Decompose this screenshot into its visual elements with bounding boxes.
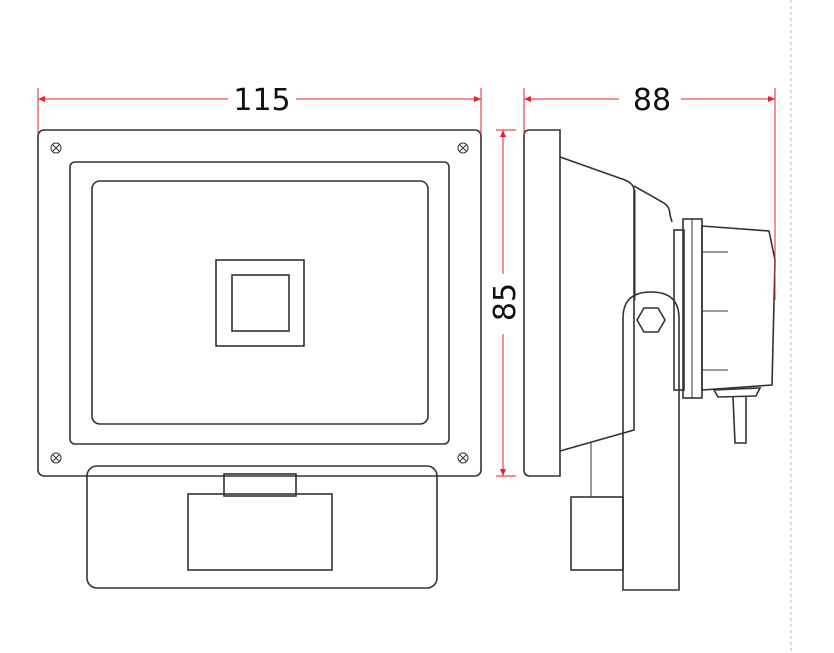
motion-sensor-side — [570, 496, 624, 571]
height-label: 85 — [488, 283, 523, 321]
dimension-height: 85 — [488, 129, 523, 477]
mounting-bracket-front — [86, 465, 438, 589]
side-view — [523, 129, 776, 591]
power-cable — [732, 396, 747, 444]
sensor-neck — [223, 473, 297, 497]
screw-icon — [50, 142, 469, 464]
front-view — [37, 129, 482, 589]
mounting-arm — [622, 291, 680, 591]
driver-cap — [701, 225, 776, 391]
body-side — [559, 156, 635, 452]
motion-sensor-front — [187, 493, 333, 571]
led-chip-outer — [215, 259, 305, 347]
width-label: 115 — [233, 83, 290, 118]
led-chip-inner — [231, 274, 290, 332]
rear-cone — [633, 185, 673, 223]
frame-inner — [69, 161, 450, 445]
front-plate-side — [523, 129, 561, 477]
dimension-width: 115 — [37, 83, 482, 135]
dimension-depth: 88 — [523, 83, 776, 300]
housing-front — [37, 129, 482, 477]
lens-glass — [91, 180, 429, 425]
hex-bolt-icon — [636, 307, 666, 333]
depth-label: 88 — [633, 83, 671, 118]
